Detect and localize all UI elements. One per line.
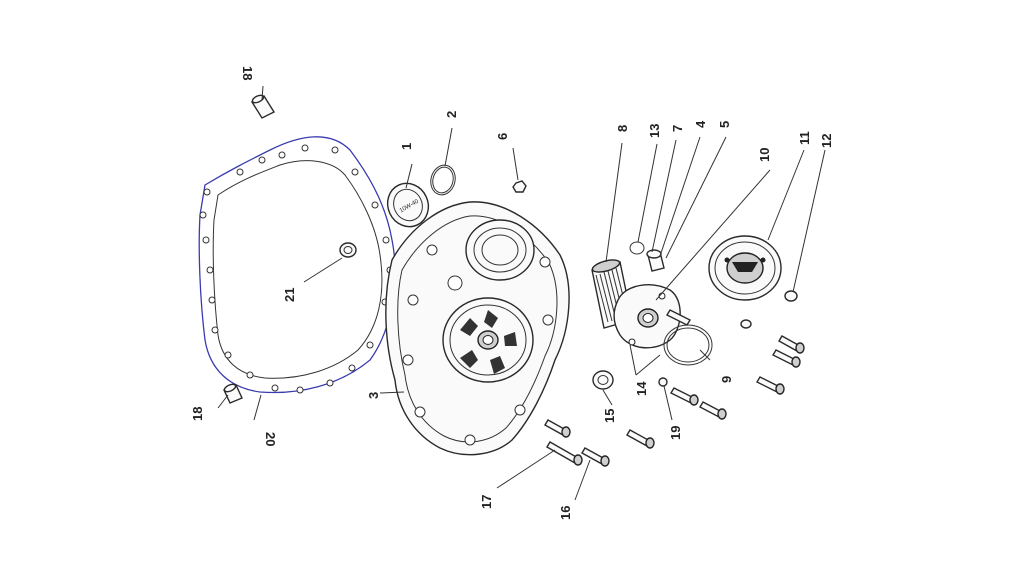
clutch-cover [385, 201, 570, 456]
oil-seal-15 [592, 370, 614, 390]
label-17: 17 [479, 495, 494, 509]
label-20: 20 [263, 432, 278, 446]
label-21: 21 [282, 288, 297, 302]
dowel-pin-top [250, 94, 276, 119]
label-4: 4 [693, 120, 708, 128]
cap-nut-12 [784, 290, 798, 302]
o-ring-small [629, 241, 645, 255]
label-1: 1 [399, 143, 414, 150]
label-5: 5 [717, 121, 732, 128]
washer [740, 319, 752, 329]
oil-seal-21 [339, 242, 357, 258]
label-6: 6 [495, 133, 510, 140]
part-labels: 18 1 2 6 8 13 7 4 5 10 11 12 21 3 14 15 … [190, 66, 834, 520]
timing-cover [708, 235, 782, 301]
label-12: 12 [819, 134, 834, 148]
label-7: 7 [670, 125, 685, 132]
nut-6 [512, 180, 527, 193]
oil-filler-cap: 10W-40 [386, 182, 430, 228]
label-18-bottom: 18 [190, 407, 205, 421]
plug-bolt [646, 249, 665, 272]
label-14: 14 [634, 381, 649, 396]
label-13: 13 [647, 124, 662, 138]
label-19: 19 [668, 426, 683, 440]
gasket-bolt-holes [199, 144, 394, 394]
label-10: 10 [757, 148, 772, 162]
label-15: 15 [602, 409, 617, 423]
label-11: 11 [797, 131, 812, 145]
dowel-pin-bottom [223, 383, 243, 404]
label-3: 3 [366, 392, 381, 399]
filter-cover-plate [613, 284, 681, 349]
o-ring-9 [663, 324, 713, 366]
label-18-top: 18 [240, 66, 255, 80]
label-16: 16 [558, 506, 573, 520]
o-ring-2 [430, 164, 456, 196]
label-2: 2 [444, 111, 459, 118]
bolts [544, 309, 805, 467]
label-9: 9 [719, 376, 734, 383]
leader-lines [217, 85, 826, 501]
washer-19 [658, 377, 668, 387]
label-8: 8 [615, 125, 630, 132]
